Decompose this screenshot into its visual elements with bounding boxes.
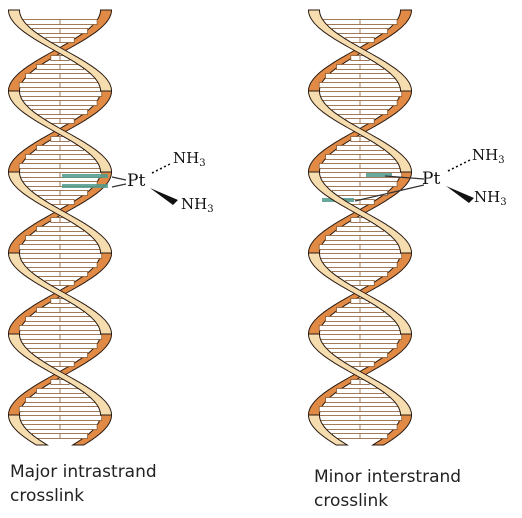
- caption-left-line2: crosslink: [10, 484, 157, 508]
- platinum-bonds-right: [300, 0, 522, 455]
- dashed-bond-left: [152, 163, 172, 173]
- caption-right: Minor interstrand crosslink: [314, 465, 461, 513]
- caption-right-line1: Minor interstrand: [314, 465, 461, 489]
- caption-left-line1: Major intrastrand: [10, 460, 157, 484]
- wedge-bond-right: [446, 186, 474, 203]
- ammine-ligand-bottom-left: NH3: [181, 197, 214, 215]
- platinum-label-right: Pt: [422, 171, 440, 188]
- ammine-ligand-top-right: NH3: [472, 148, 505, 166]
- pt-base-bond-left-2: [112, 184, 126, 187]
- pt-base-bond-left-1: [112, 177, 126, 180]
- caption-right-line2: crosslink: [314, 489, 461, 513]
- platinum-label-left: Pt: [127, 173, 145, 190]
- dashed-bond-right: [448, 160, 470, 171]
- pt-base-bond-right-2: [355, 185, 424, 201]
- ammine-ligand-bottom-right: NH3: [474, 190, 507, 208]
- pt-base-bond-right-1: [385, 176, 424, 179]
- platinum-bonds-left: [0, 0, 260, 455]
- ammine-ligand-top-left: NH3: [173, 151, 206, 169]
- caption-left: Major intrastrand crosslink: [10, 460, 157, 508]
- wedge-bond-left: [150, 188, 178, 205]
